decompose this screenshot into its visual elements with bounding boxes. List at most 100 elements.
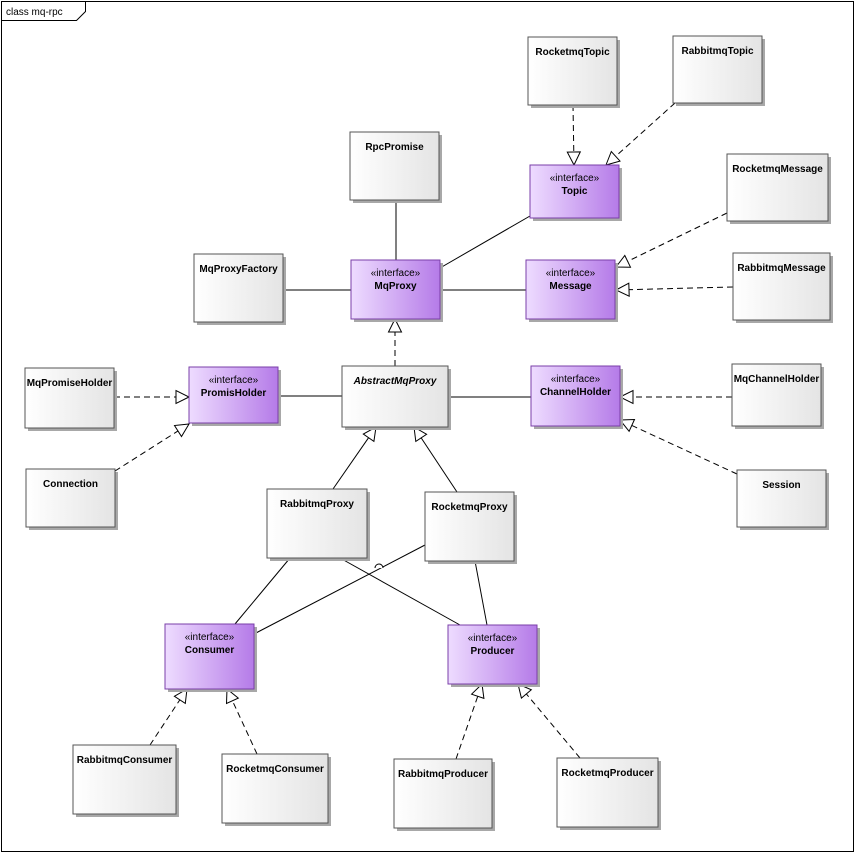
relation-realization-rocketmqConsumer-to-consumer (225, 687, 258, 755)
relation-line (149, 699, 181, 746)
class-box-rocketmqProducer[interactable]: RocketmqProducer (556, 757, 661, 830)
relation-association-rabbitmqProxy-to-consumer (234, 557, 291, 625)
relations-layer (114, 102, 738, 760)
relation-line (615, 102, 676, 157)
class-box-rabbitmqProxy[interactable]: RabbitmqProxy (266, 488, 370, 561)
relation-line (339, 557, 461, 626)
class-body (424, 491, 515, 562)
interface-body (525, 259, 616, 320)
relation-realization-rocketmqProducer-to-producer (517, 683, 581, 759)
class-box-rabbitmqProducer[interactable]: RabbitmqProducer (393, 758, 495, 831)
class-name: RabbitmqProxy (280, 499, 354, 510)
relation-line (253, 544, 426, 635)
class-box-channelHolder[interactable]: «interface»ChannelHolder (530, 365, 623, 429)
relation-realization-rocketmqTopic-to-topic (566, 104, 582, 167)
relation-generalization-rabbitmqProxy-to-abstractMqProxy (332, 426, 377, 490)
class-box-rocketmqProxy[interactable]: RocketmqProxy (424, 491, 517, 564)
class-body (393, 758, 493, 829)
class-name: Message (549, 281, 592, 292)
class-body (24, 367, 115, 429)
class-box-session[interactable]: Session (736, 469, 829, 530)
stereotype-label: «interface» (185, 632, 235, 643)
hollow-triangle-arrowhead (566, 151, 582, 167)
class-name: RabbitmqTopic (681, 46, 753, 57)
relation-line (114, 430, 179, 472)
relation-line (525, 693, 581, 759)
class-body (72, 744, 177, 815)
hollow-triangle-arrowhead (225, 687, 240, 705)
class-box-rocketmqMessage[interactable]: RocketmqMessage (726, 153, 831, 224)
relation-line (627, 212, 728, 262)
relation-association-rocketmqProxy-to-consumer (253, 544, 426, 635)
class-name: RocketmqConsumer (226, 764, 324, 775)
class-body (266, 488, 368, 559)
stereotype-label: «interface» (209, 375, 259, 386)
class-name: RocketmqTopic (535, 47, 610, 58)
class-name: MqPromiseHolder (27, 378, 113, 389)
class-name: Consumer (185, 645, 235, 656)
relation-realization-session-to-channelHolder (618, 418, 738, 475)
class-name: MqProxyFactory (199, 264, 278, 275)
line-crossing-hop (374, 563, 384, 569)
hollow-triangle-arrowhead (614, 254, 632, 268)
class-body (556, 757, 659, 828)
stereotype-label: «interface» (546, 268, 596, 279)
relation-realization-rabbitmqMessage-to-message (614, 282, 734, 297)
class-box-rabbitmqMessage[interactable]: RabbitmqMessage (732, 252, 833, 323)
class-box-connection[interactable]: Connection (25, 468, 118, 530)
relation-realization-mqChannelHolder-to-channelHolder (618, 389, 732, 405)
class-box-mqProxyFactory[interactable]: MqProxyFactory (193, 253, 286, 325)
class-box-topic[interactable]: «interface»Topic (529, 164, 622, 221)
hollow-triangle-arrowhead (362, 426, 377, 443)
interface-body (529, 164, 620, 219)
relation-realization-abstractMqProxy-to-mqProxy (387, 317, 403, 366)
class-name: RocketmqProxy (431, 502, 508, 513)
class-name: RabbitmqConsumer (77, 755, 173, 766)
class-body (736, 469, 827, 528)
frame-title-tab (1, 1, 86, 21)
class-box-rocketmqTopic[interactable]: RocketmqTopic (527, 36, 620, 108)
class-box-mqChannelHolder[interactable]: MqChannelHolder (731, 363, 824, 429)
class-box-rocketmqConsumer[interactable]: RocketmqConsumer (221, 753, 331, 826)
class-name: RocketmqMessage (732, 164, 823, 175)
relation-association-rocketmqProxy-to-producer (474, 560, 488, 626)
relation-line (455, 696, 479, 760)
class-name: MqChannelHolder (734, 374, 820, 385)
class-name: Topic (562, 186, 588, 197)
relation-line (332, 437, 370, 490)
class-box-mqPromiseHolder[interactable]: MqPromiseHolder (24, 367, 117, 431)
class-box-producer[interactable]: «interface»Producer (447, 624, 540, 687)
relation-realization-rabbitmqProducer-to-producer (455, 682, 485, 760)
relation-generalization-rocketmqProxy-to-abstractMqProxy (413, 426, 458, 493)
relation-line (439, 215, 531, 269)
relation-association-rabbitmqProxy-to-producer (339, 557, 461, 626)
interface-body (350, 259, 441, 320)
hollow-triangle-arrowhead (618, 418, 636, 433)
hollow-triangle-arrowhead (175, 389, 191, 405)
class-body (731, 363, 822, 427)
class-box-message[interactable]: «interface» Message (525, 259, 618, 322)
relation-realization-rocketmqMessage-to-message (614, 212, 728, 268)
relation-line (231, 700, 258, 755)
class-box-rabbitmqConsumer[interactable]: RabbitmqConsumer (72, 744, 179, 817)
class-name: PromisHolder (201, 388, 267, 399)
class-name: RocketmqProducer (561, 768, 653, 779)
class-name: RabbitmqMessage (737, 263, 826, 274)
class-body (726, 153, 829, 222)
class-box-rpcPromise[interactable]: RpcPromise (349, 131, 442, 203)
interface-body (530, 365, 621, 427)
relation-line (572, 104, 575, 153)
relation-association-mqProxy-to-topic (439, 215, 531, 269)
class-box-rabbitmqTopic[interactable]: RabbitmqTopic (672, 35, 765, 106)
relation-realization-rabbitmqConsumer-to-consumer (149, 688, 188, 746)
class-box-promisHolder[interactable]: «interface» PromisHolder (188, 366, 281, 426)
class-box-mqProxy[interactable]: «interface»MqProxy (350, 259, 443, 322)
class-box-abstractMqProxy[interactable]: AbstractMqProxy (341, 365, 451, 430)
class-body (341, 365, 449, 428)
class-name: MqProxy (374, 281, 417, 292)
class-box-consumer[interactable]: «interface» Consumer (164, 623, 257, 692)
relation-line (631, 424, 738, 475)
